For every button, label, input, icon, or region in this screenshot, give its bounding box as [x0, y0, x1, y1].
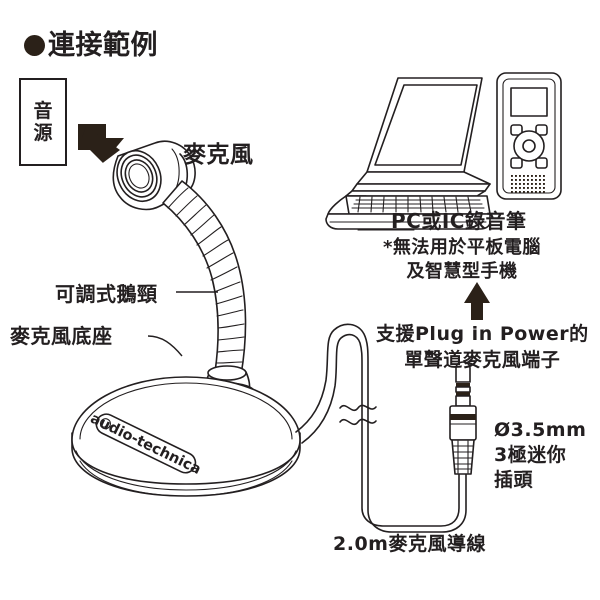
- label-pc-or-recorder: PC或IC錄音筆: [391, 209, 527, 233]
- label-mini-plug-line2: 3極迷你: [494, 444, 567, 467]
- source-box-line1: 音: [33, 99, 53, 122]
- leader-line-base: [147, 335, 183, 357]
- label-gooseneck: 可調式鵝頸: [55, 282, 158, 306]
- label-plug-in-power: 支援Plug in Power的 單聲道麥克風端子: [376, 322, 589, 373]
- label-device-note-line2: 及智慧型手機: [406, 261, 518, 283]
- source-box-line2: 源: [33, 122, 53, 144]
- bullet-icon: [24, 35, 45, 56]
- page-title-text: 連接範例: [48, 30, 158, 61]
- label-device-note: *無法用於平板電腦 及智慧型手機: [383, 236, 541, 285]
- label-microphone: 麥克風: [183, 142, 254, 168]
- speaker-grille: [511, 175, 545, 193]
- label-mic-base: 麥克風底座: [10, 324, 113, 348]
- laptop: [325, 77, 491, 231]
- microphone-cable: [295, 323, 467, 533]
- page-title: 連接範例: [24, 30, 158, 62]
- label-mini-plug: Ø3.5mm 3極迷你 插頭: [494, 418, 586, 493]
- cable-break-icon: [339, 404, 377, 426]
- label-cable: 2.0m麥克風導線: [333, 533, 486, 555]
- label-mini-plug-line1: Ø3.5mm: [494, 419, 587, 441]
- label-mini-plug-line3: 插頭: [494, 469, 534, 492]
- gooseneck: [162, 180, 247, 376]
- label-plug-in-power-line2: 單聲道麥克風端子: [404, 348, 561, 371]
- source-box: 音 源: [19, 78, 67, 166]
- arrow-down-right-icon: [78, 124, 124, 163]
- mini-plug: [449, 361, 477, 475]
- label-plug-in-power-line1: 支援Plug in Power的: [376, 323, 589, 345]
- arrow-up-icon: [464, 282, 490, 320]
- microphone-base: audio-technica: [71, 376, 301, 497]
- ic-recorder: [496, 72, 562, 200]
- label-device-note-line1: *無法用於平板電腦: [383, 237, 541, 258]
